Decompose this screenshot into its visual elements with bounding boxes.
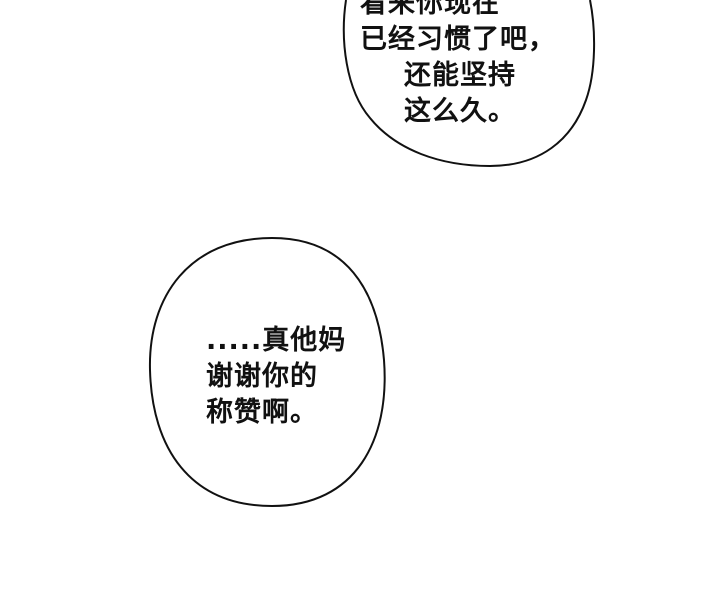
- bubble-1-line-1: 看来你现在: [360, 0, 500, 19]
- bubble-1-line-2: 已经习惯了吧，: [360, 24, 556, 55]
- bubble-2-text: .....真他妈 谢谢你的 称赞啊。: [206, 323, 346, 431]
- speech-bubble-center-left: [148, 236, 386, 508]
- bubble-2-line-3: 称赞啊。: [206, 397, 318, 428]
- bubble-2-line-2: 谢谢你的: [206, 361, 318, 392]
- bubble-1-line-3: 还能坚持: [404, 60, 516, 91]
- bubble-2-line-1: .....真他妈: [206, 325, 347, 356]
- bubble-1-text: 看来你现在 已经习惯了吧， 还能坚持 这么久。: [360, 0, 556, 130]
- speech-bubble-top-right: [342, 0, 596, 168]
- bubble-1-line-4: 这么久。: [404, 96, 516, 127]
